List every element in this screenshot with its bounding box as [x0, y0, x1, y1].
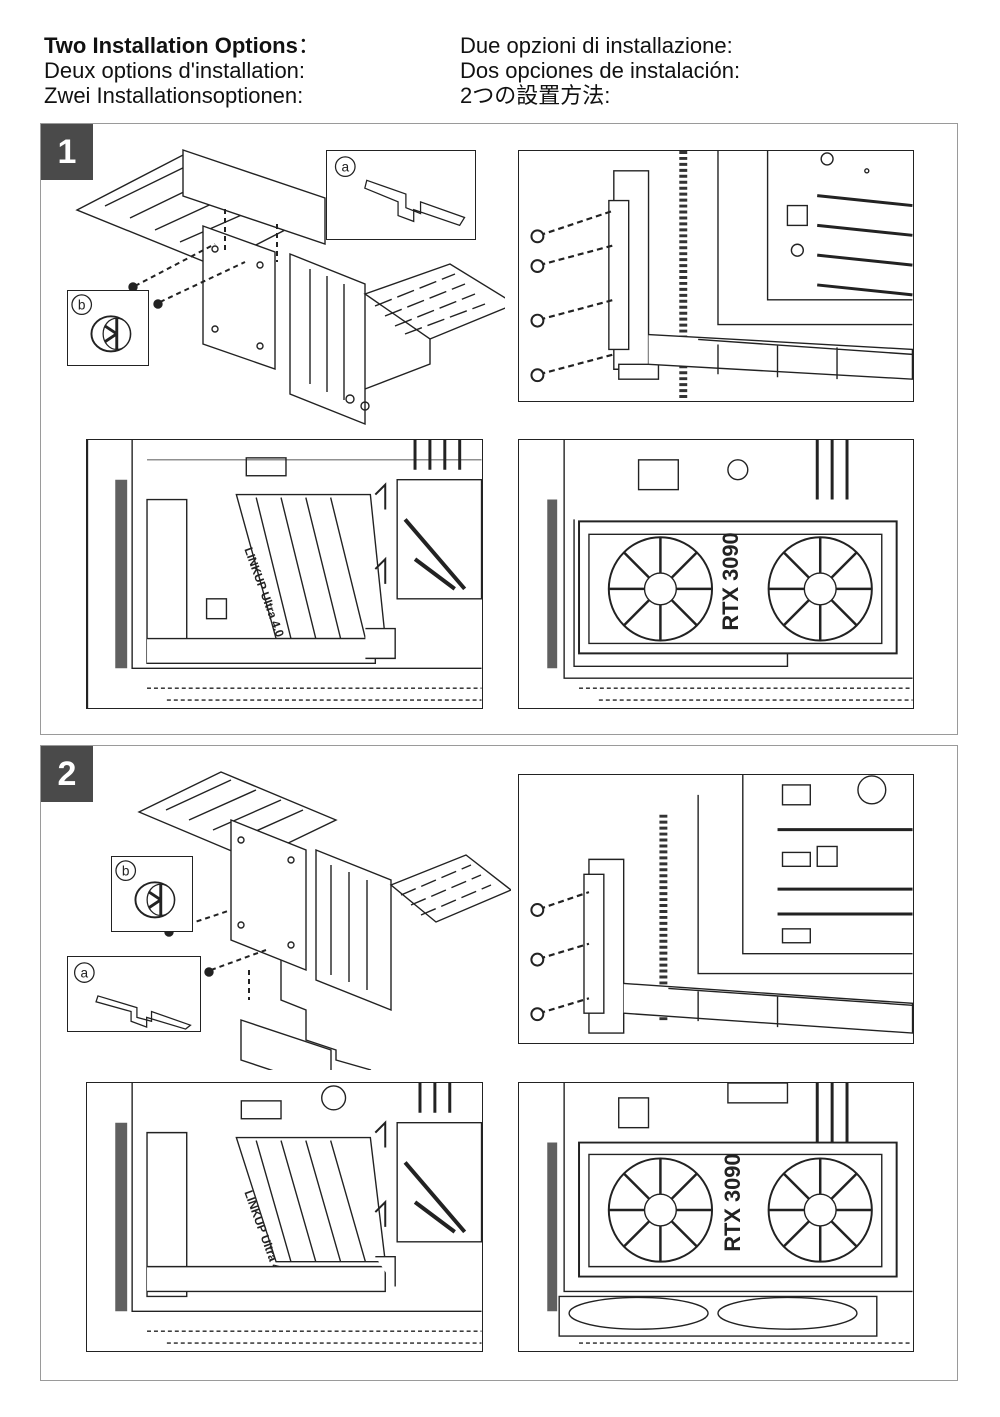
callout-b-box: b: [111, 856, 193, 932]
panel-screw-into-case: [518, 774, 914, 1044]
callout-b-box: b: [67, 290, 149, 366]
title-it: Due opzioni di installazione:: [460, 33, 733, 58]
panel-gpu-installed: RTX 3090: [518, 439, 914, 709]
bracket-exploded-illustration: [65, 134, 505, 434]
step-2-section: 2 b: [40, 745, 958, 1381]
callout-b-letter: b: [78, 298, 86, 313]
title-de: Zwei Installationsoptionen:: [44, 83, 304, 108]
gpu-model-label: RTX 3090: [720, 1153, 745, 1251]
callout-a-letter: a: [81, 965, 89, 980]
step-number-badge: 1: [41, 124, 93, 180]
title-ja: 2つの設置方法:: [460, 83, 611, 108]
step-number-badge: 2: [41, 746, 93, 802]
title-en-colon: ：: [297, 33, 320, 58]
gpu-model-label: RTX 3090: [718, 532, 743, 630]
header-left: Two Installation Options： Deux options d…: [44, 33, 320, 108]
panel-screw-into-case: [518, 150, 914, 402]
callout-a-box: a: [67, 956, 201, 1032]
panel-riser-installed: LINKUP Ultra 4.0: [86, 1082, 483, 1352]
callout-a-letter: a: [341, 160, 349, 175]
callout-a-box: a: [326, 150, 476, 240]
panel-gpu-installed: RTX 3090: [518, 1082, 914, 1352]
title-en: Two Installation Options: [44, 33, 298, 58]
header-right: Due opzioni di installazione: Dos opcion…: [460, 33, 740, 108]
callout-b-letter: b: [122, 864, 130, 879]
panel-riser-installed: LINKUP Ultra 4.0: [86, 439, 483, 709]
title-fr: Deux options d'installation:: [44, 58, 306, 83]
bracket-exploded-illustration: [131, 760, 511, 1070]
step-1-section: 1: [40, 123, 958, 735]
title-es: Dos opciones de instalación:: [460, 58, 741, 83]
